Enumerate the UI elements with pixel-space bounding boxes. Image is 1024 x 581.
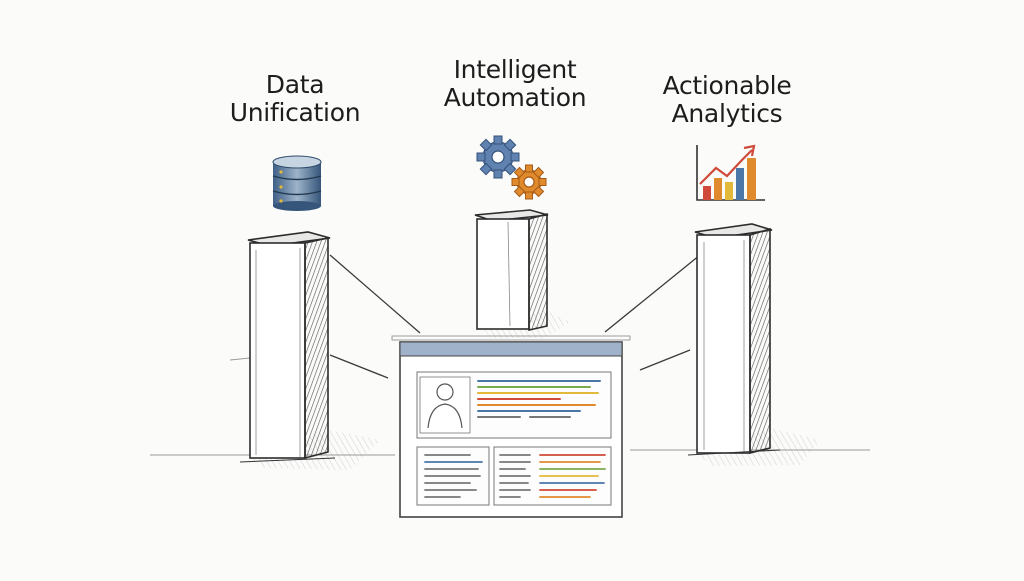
dashboard-window bbox=[391, 335, 631, 518]
gears-icon bbox=[476, 135, 547, 200]
data-lines bbox=[499, 454, 606, 498]
pillar-1 bbox=[239, 231, 336, 463]
pillar-label-line: Unification bbox=[229, 98, 361, 127]
database-icon bbox=[272, 155, 322, 211]
pillar-label-line: Analytics bbox=[671, 99, 783, 128]
pillar-3 bbox=[687, 223, 781, 456]
profile-lines bbox=[477, 380, 601, 418]
pillar-label-line: Actionable bbox=[662, 71, 792, 100]
avatar-icon bbox=[427, 383, 463, 429]
bar-chart-icon bbox=[696, 144, 765, 201]
pillar-label-line: Automation bbox=[443, 83, 587, 112]
pillar-label-line: Data bbox=[265, 70, 325, 99]
pillar-label-line: Intelligent bbox=[453, 55, 577, 84]
list-lines bbox=[424, 454, 483, 498]
pillar-label-intelligent-automation: Intelligent Automation bbox=[425, 56, 605, 112]
pillar-label-actionable-analytics: Actionable Analytics bbox=[637, 72, 817, 128]
pillar-label-data-unification: Data Unification bbox=[205, 71, 385, 127]
pillar-2 bbox=[474, 209, 549, 331]
